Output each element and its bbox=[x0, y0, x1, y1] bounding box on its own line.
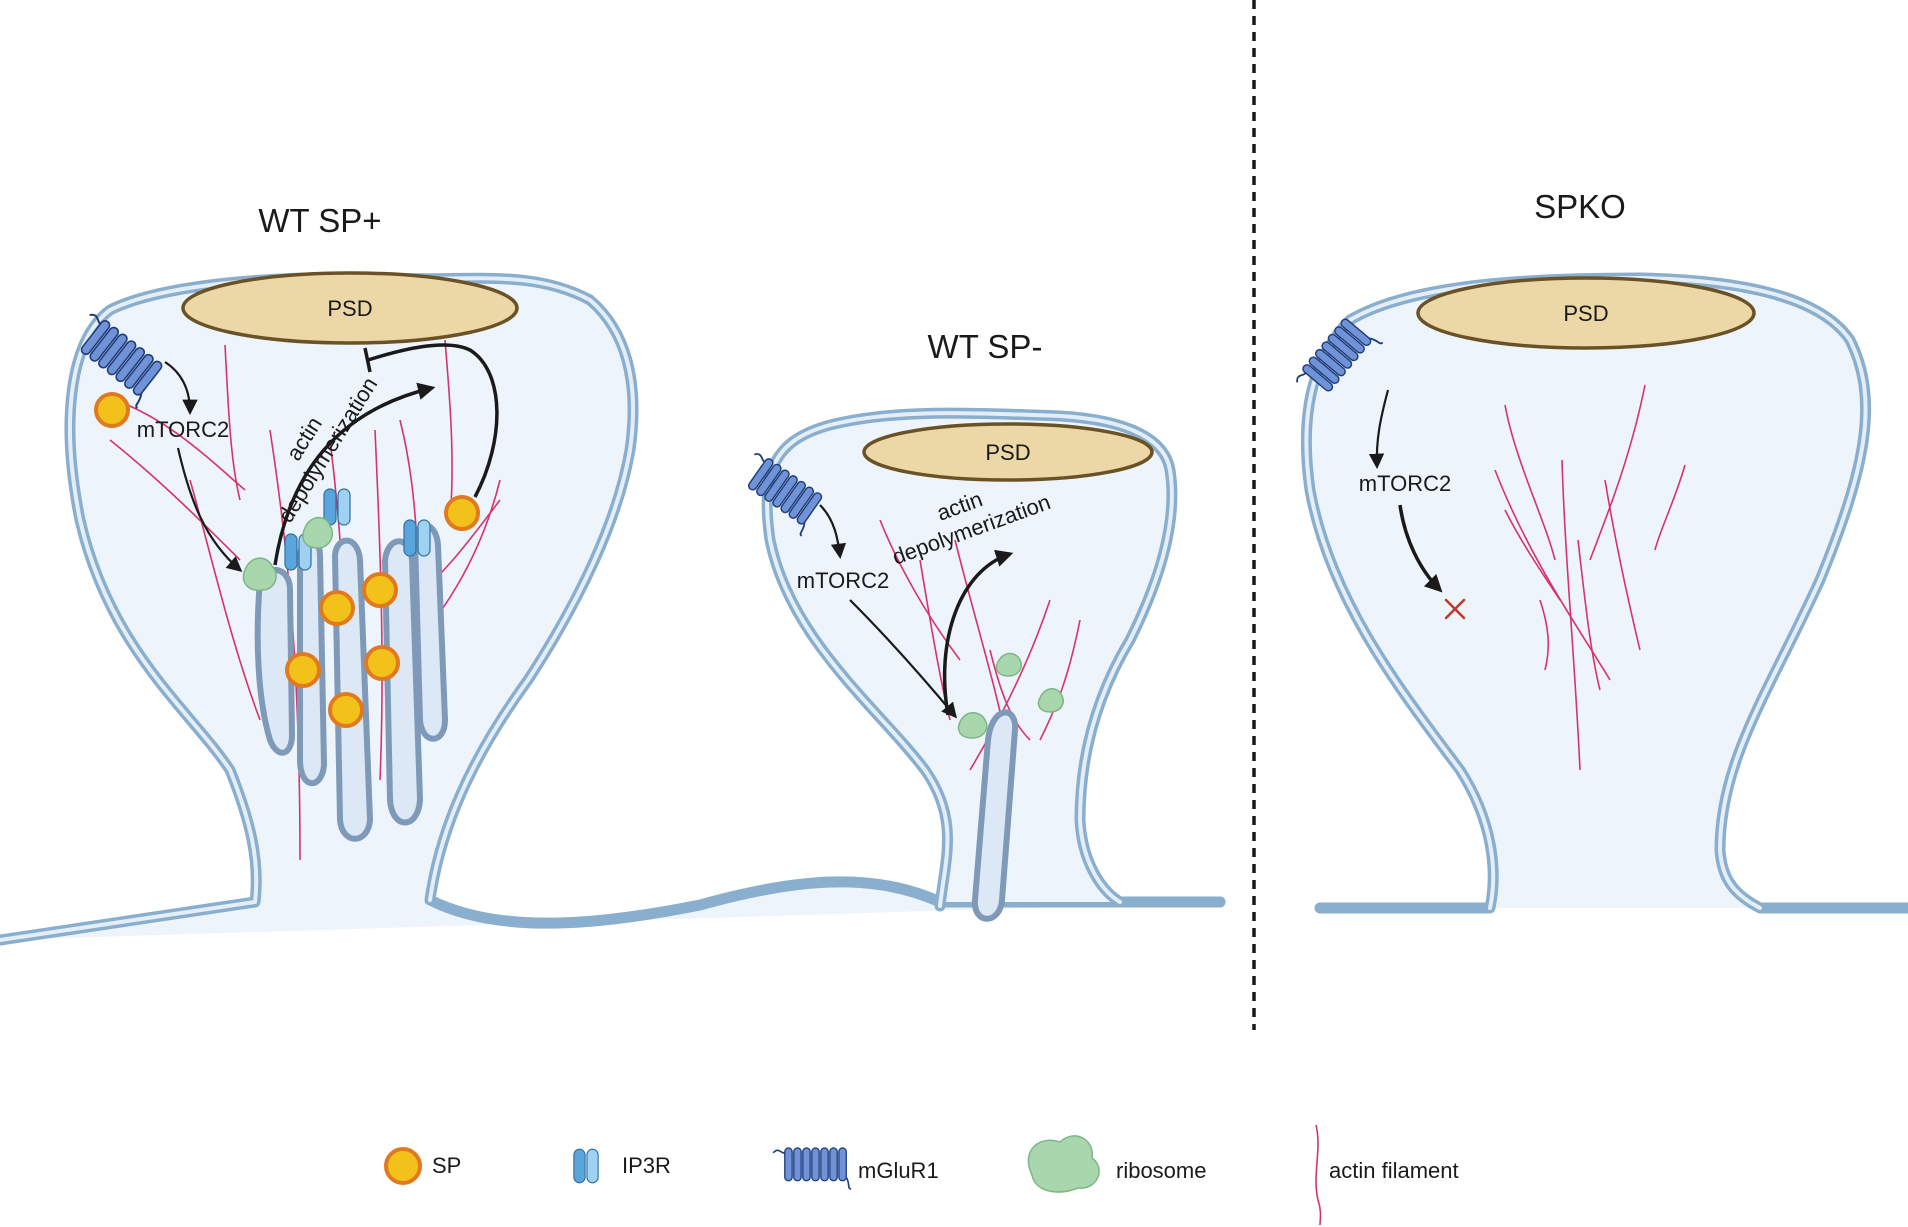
ribosome-icon bbox=[302, 516, 334, 549]
panel-spko: PSD SPKO mTORC2 bbox=[1292, 188, 1908, 914]
actin-filament-icon bbox=[1315, 1124, 1322, 1226]
legend-item-actin-filament: actin filament bbox=[1315, 1124, 1459, 1226]
actin-filament bbox=[1654, 464, 1686, 551]
psd-label: PSD bbox=[1563, 301, 1608, 326]
blocked-x-icon bbox=[1444, 598, 1466, 620]
psd-label: PSD bbox=[327, 296, 372, 321]
actin-filament bbox=[1504, 404, 1556, 561]
er-tube bbox=[971, 709, 1019, 922]
ribosome-to-depolymerization-arrow bbox=[273, 382, 436, 566]
mglur1-to-mtorc2-arrow bbox=[1368, 389, 1390, 470]
panel-title: WT SP- bbox=[928, 328, 1043, 365]
legend: SP IP3R mGluR1 ribosome actin filament bbox=[384, 1124, 1459, 1226]
mtorc2-to-ribosome-arrow bbox=[176, 447, 243, 573]
spine-membrane-inner bbox=[765, 411, 1174, 908]
sp-icon bbox=[384, 1147, 422, 1185]
legend-label: mGluR1 bbox=[858, 1158, 939, 1183]
ribosome-icon bbox=[1037, 688, 1064, 713]
mtorc2-blocked-arrow bbox=[1398, 504, 1443, 593]
ribosome-icon bbox=[242, 557, 277, 591]
mtorc2-to-ribosome-arrow bbox=[849, 599, 957, 719]
panel-wt-sp-plus: PSD WT SP+ bbox=[0, 202, 1226, 946]
actin-filament bbox=[109, 439, 241, 561]
ribosome-icon bbox=[995, 652, 1022, 677]
legend-label: ribosome bbox=[1116, 1158, 1206, 1183]
ribosome-icon bbox=[1027, 1135, 1100, 1193]
sp-cluster bbox=[94, 392, 480, 728]
panel-wt-sp-minus: PSD WT SP- mTORC2 actin depolymerization bbox=[730, 328, 1226, 922]
mtorc2-label: mTORC2 bbox=[137, 417, 230, 442]
er-tube bbox=[381, 538, 424, 826]
actin-filament bbox=[879, 519, 961, 661]
mtorc2-label: mTORC2 bbox=[797, 568, 890, 593]
sp-inhibition-arc bbox=[367, 343, 499, 498]
actin-filament bbox=[989, 649, 1031, 741]
legend-label: SP bbox=[432, 1153, 461, 1178]
sp-icon bbox=[285, 652, 321, 688]
legend-item-mglur1: mGluR1 bbox=[772, 1147, 939, 1190]
actin-filament bbox=[1577, 539, 1601, 691]
panel-title: WT SP+ bbox=[258, 202, 381, 239]
actin-filament bbox=[189, 479, 261, 721]
mglur1-to-mtorc2-arrow bbox=[164, 361, 198, 416]
ip3r-icon bbox=[573, 1148, 599, 1184]
actin-filament bbox=[1494, 469, 1611, 681]
psd bbox=[1416, 276, 1756, 350]
legend-label: IP3R bbox=[622, 1153, 671, 1178]
panel-title: SPKO bbox=[1534, 188, 1626, 225]
actin-filament bbox=[1589, 384, 1646, 561]
sp-icon bbox=[362, 572, 398, 608]
ribosome-to-depolymerization-arrow bbox=[942, 549, 1014, 716]
actin-filament bbox=[1039, 619, 1081, 741]
actin-filament bbox=[224, 344, 241, 501]
psd bbox=[862, 422, 1154, 482]
actin-filament bbox=[1504, 509, 1561, 601]
sp-icon bbox=[444, 495, 480, 531]
actin-filament bbox=[1604, 479, 1641, 651]
sp-icon bbox=[94, 392, 130, 428]
mtorc2-label: mTORC2 bbox=[1359, 471, 1452, 496]
ribosome-icon bbox=[957, 712, 988, 739]
spine-apparatus bbox=[254, 522, 449, 842]
actin-filaments bbox=[1494, 384, 1686, 771]
actin-filament bbox=[1539, 599, 1550, 671]
er-tube bbox=[254, 566, 296, 756]
sp-icon bbox=[319, 590, 355, 626]
inhibition-blunt-arrow bbox=[363, 347, 372, 373]
actin-filament bbox=[1561, 459, 1581, 771]
legend-item-ribosome: ribosome bbox=[1027, 1135, 1206, 1193]
sp-icon bbox=[364, 645, 400, 681]
er-tube bbox=[411, 522, 449, 742]
legend-item-sp: SP bbox=[384, 1147, 461, 1185]
legend-item-ip3r: IP3R bbox=[573, 1148, 671, 1184]
actin-filament bbox=[969, 599, 1051, 771]
psd bbox=[181, 271, 519, 345]
mglur1-icon bbox=[772, 1147, 852, 1190]
legend-label: actin filament bbox=[1329, 1158, 1459, 1183]
mglur1-to-mtorc2-arrow bbox=[819, 504, 847, 560]
sp-icon bbox=[328, 692, 364, 728]
actin-filament bbox=[114, 399, 246, 491]
psd-label: PSD bbox=[985, 440, 1030, 465]
spine-membrane bbox=[1300, 272, 1908, 914]
